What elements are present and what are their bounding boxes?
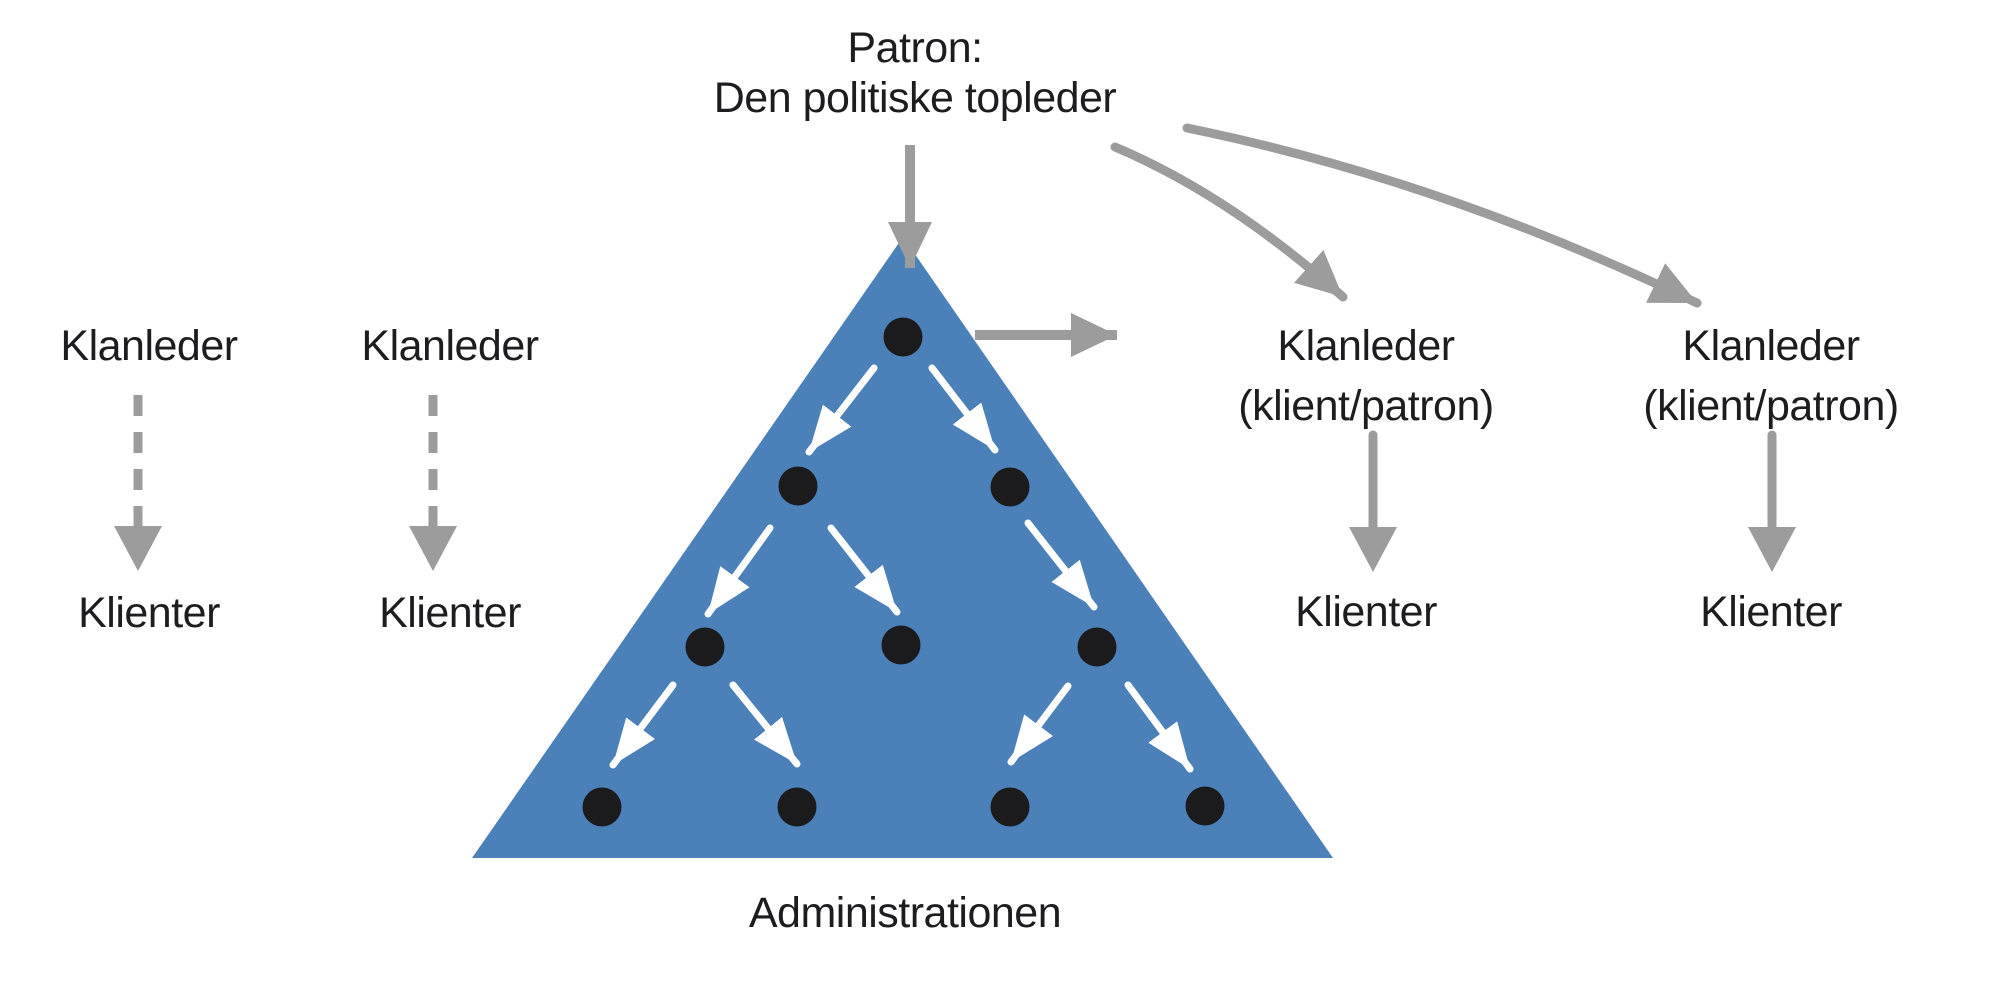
hierarchy-arrow (704, 524, 774, 618)
hierarchy-arrow (729, 681, 801, 768)
hierarchy-dot (1077, 627, 1117, 667)
left-clan-1-dashed-arrowhead-icon (114, 526, 162, 571)
hierarchy-arrow (805, 364, 878, 456)
right-clan-1-role-label: (klient/patron) (1238, 382, 1493, 430)
right-clan-1-leader-label: Klanleder (1277, 322, 1454, 370)
administration-triangle-shape (472, 237, 1333, 858)
left-clan-2-clients-label: Klienter (379, 589, 521, 637)
left-clan-2-dashed-arrowhead-icon (409, 526, 457, 571)
hierarchy-dot (990, 467, 1030, 507)
right-clan-2-leader-label: Klanleder (1682, 322, 1859, 370)
hierarchy-arrows (609, 364, 1194, 773)
hierarchy-dot (1185, 786, 1225, 826)
hierarchy-dot (990, 787, 1030, 827)
hierarchy-dot (685, 627, 725, 667)
left-clan-2-leader-label: Klanleder (361, 322, 538, 370)
hierarchy-arrow (827, 524, 901, 616)
hierarchy-dot (582, 787, 622, 827)
administration-label: Administrationen (749, 889, 1061, 937)
patron-title-line2: Den politiske topleder (714, 74, 1117, 122)
hierarchy-dots (582, 317, 1225, 827)
patron-title-line1: Patron: (847, 24, 982, 72)
right-clan-1-clients-label: Klienter (1295, 588, 1437, 636)
right-clan-2-clients-label: Klienter (1700, 588, 1842, 636)
hierarchy-dot (881, 625, 921, 665)
patron-to-right-klanleder-1-arrow (1110, 142, 1348, 302)
hierarchy-arrow (1124, 681, 1194, 773)
hierarchy-dot (883, 317, 923, 357)
left-clan-1-clients-label: Klienter (78, 589, 220, 637)
right-clan-1-arrowhead-icon (1349, 527, 1397, 572)
right-clan-2-arrowhead-icon (1748, 527, 1796, 572)
left-clan-1-leader-label: Klanleder (60, 322, 237, 370)
hierarchy-dot (777, 787, 817, 827)
patron-to-right-klanleder-2-arrow (1182, 123, 1702, 308)
hierarchy-arrow (1007, 682, 1072, 766)
hierarchy-dot (778, 466, 818, 506)
right-clan-2-role-label: (klient/patron) (1643, 382, 1898, 430)
hierarchy-arrow (609, 681, 677, 769)
hierarchy-arrow (928, 364, 999, 454)
hierarchy-arrow (1024, 519, 1098, 611)
